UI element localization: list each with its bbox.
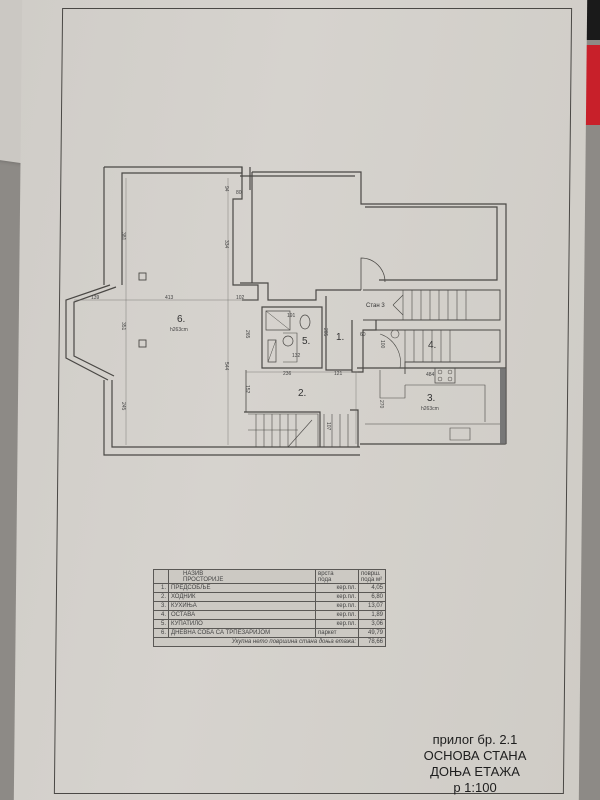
dim-334: 334: [223, 240, 229, 249]
drawing-scale: р 1:100: [453, 780, 497, 795]
header-name-cell: НАЗИВ ПРОСТОРИЈЕ: [168, 569, 316, 584]
row-area: 6,80: [358, 592, 386, 602]
table-row: 6. ДНЕВНА СОБА СА ТРПЕЗАРИЈОМ паркет 49,…: [153, 628, 386, 638]
dim-60: 60: [360, 332, 366, 338]
dim-413: 413: [165, 295, 174, 301]
row-name: ОСТАВА: [168, 610, 316, 620]
row-name: ДНЕВНА СОБА СА ТРПЕЗАРИЈОМ: [168, 628, 316, 638]
row-area: 3,06: [358, 619, 386, 629]
table-row: 3. КУХИЊА кер.пл. 13,07: [153, 601, 386, 611]
table-total-row: Укупна нето површина стана доња етажа: 7…: [153, 637, 386, 647]
row-num: 5.: [153, 619, 169, 629]
header-floor-line2: пода: [318, 577, 332, 583]
drawing-title: ОСНОВА СТАНА: [423, 748, 527, 763]
dim-265: 265: [244, 330, 250, 339]
table-header-row: НАЗИВ ПРОСТОРИЈЕ врста пода површ. пода …: [153, 569, 386, 584]
header-name-line2: ПРОСТОРИЈЕ: [183, 577, 224, 583]
title-block: прилог бр. 2.1 ОСНОВА СТАНА ДОЊА ЕТАЖА р…: [405, 732, 545, 796]
room-6-number: 6.: [177, 314, 185, 325]
dim-381: 381: [120, 232, 126, 241]
dim-544: 544: [223, 362, 229, 371]
dim-102: 102: [236, 295, 245, 301]
row-floor: кер.пл.: [315, 583, 359, 593]
dim-245: 245: [120, 402, 126, 411]
row-name: КУПАТИЛО: [168, 619, 316, 629]
row-num: 6.: [153, 628, 169, 638]
room-schedule-table: НАЗИВ ПРОСТОРИЈЕ врста пода површ. пода …: [153, 569, 386, 647]
dim-191: 191: [287, 313, 296, 319]
total-value: 78,66: [358, 637, 386, 647]
attachment-number: прилог бр. 2.1: [432, 732, 518, 747]
dim-80: 80: [236, 190, 242, 196]
row-num: 2.: [153, 592, 169, 602]
room-1-number: 1.: [336, 332, 344, 343]
table-row: 2. ХОДНИК кер.пл. 6,80: [153, 592, 386, 602]
row-name: ХОДНИК: [168, 592, 316, 602]
header-floor-line1: врста: [318, 571, 334, 577]
room-6-height: h263cm: [170, 327, 188, 333]
dim-132: 132: [292, 353, 301, 359]
dim-351: 351: [120, 322, 126, 331]
dim-94: 94: [223, 186, 229, 192]
row-floor: кер.пл.: [315, 610, 359, 620]
row-num: 1.: [153, 583, 169, 593]
room-2-number: 2.: [298, 388, 306, 399]
room-4-number: 4.: [428, 340, 436, 351]
header-area-line1: површ.: [361, 571, 381, 577]
row-area: 4,05: [358, 583, 386, 593]
total-label: Укупна нето површина стана доња етажа:: [153, 637, 359, 647]
drawing-subtitle: ДОЊА ЕТАЖА: [430, 764, 520, 779]
row-name: ПРЕДСОБЉЕ: [168, 583, 316, 593]
room-3-number: 3.: [427, 393, 435, 404]
row-floor: кер.пл.: [315, 592, 359, 602]
row-area: 1,89: [358, 610, 386, 620]
header-num-cell: [153, 569, 169, 584]
dim-139: 139: [91, 295, 100, 301]
dim-285: 285: [322, 328, 328, 337]
header-area-cell: површ. пода м²: [358, 569, 386, 584]
dim-236: 236: [283, 371, 292, 377]
neighbor-apartment-label: Стан 3: [366, 303, 385, 309]
table-row: 5. КУПАТИЛО кер.пл. 3,06: [153, 619, 386, 629]
dim-484: 484: [426, 372, 435, 378]
table-row: 1. ПРЕДСОБЉЕ кер.пл. 4,05: [153, 583, 386, 593]
table-row: 4. ОСТАВА кер.пл. 1,89: [153, 610, 386, 620]
room-5-number: 5.: [302, 336, 310, 347]
row-num: 3.: [153, 601, 169, 611]
dim-121: 121: [334, 371, 343, 377]
row-area: 49,79: [358, 628, 386, 638]
header-area-line2: пода м²: [361, 577, 383, 583]
row-floor: паркет: [315, 628, 359, 638]
row-name: КУХИЊА: [168, 601, 316, 611]
dim-270: 270: [378, 400, 384, 409]
row-floor: кер.пл.: [315, 619, 359, 629]
room-3-height: h263cm: [421, 406, 439, 412]
row-num: 4.: [153, 610, 169, 620]
dim-152: 152: [244, 385, 250, 394]
dim-100: 100: [379, 340, 385, 349]
header-name-line1: НАЗИВ: [183, 571, 204, 577]
dim-107: 107: [325, 422, 331, 431]
row-floor: кер.пл.: [315, 601, 359, 611]
row-area: 13,07: [358, 601, 386, 611]
header-floor-cell: врста пода: [315, 569, 359, 584]
